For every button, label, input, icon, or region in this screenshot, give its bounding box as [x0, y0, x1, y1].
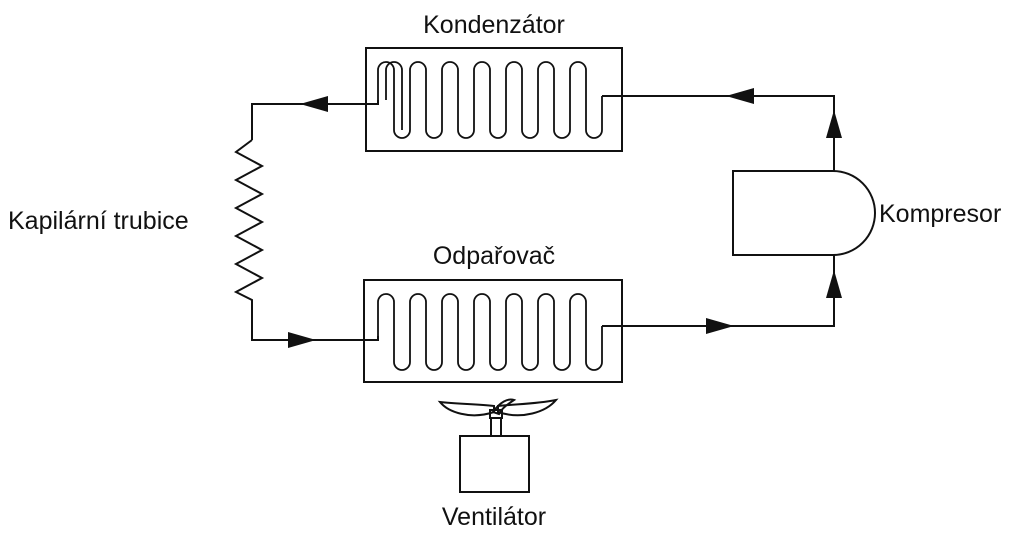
fan-label: Ventilátor	[442, 503, 546, 531]
arrow-to-condenser	[726, 88, 754, 104]
compressor-body	[732, 170, 876, 256]
capillary-label: Kapilární trubice	[8, 207, 189, 235]
arrow-compressor-up	[826, 110, 842, 138]
pipe-compressor-to-condenser	[602, 95, 835, 171]
condenser	[365, 47, 623, 152]
fan-motor	[459, 435, 530, 493]
fan-blade-left	[437, 400, 495, 417]
arrow-compressor-in	[826, 270, 842, 298]
fan-blade-right	[497, 398, 559, 417]
fan-shaft	[490, 417, 502, 437]
pipe-evaporator-to-compressor	[602, 255, 835, 327]
arrow-to-evaporator	[288, 332, 316, 348]
capillary-tube	[233, 139, 379, 341]
evaporator-coil	[377, 293, 603, 371]
condenser-label: Kondenzátor	[423, 11, 565, 39]
fan	[437, 398, 559, 493]
evaporator-box	[363, 279, 623, 383]
fan-blade-center	[491, 398, 517, 416]
arrow-to-capillary	[300, 96, 328, 112]
evaporator	[363, 279, 623, 383]
condenser-coil-inner	[385, 61, 403, 130]
arrow-evaporator-out	[706, 318, 734, 334]
condenser-coil-outer	[377, 61, 603, 139]
compressor	[732, 170, 876, 256]
evaporator-label: Odpařovač	[433, 242, 555, 270]
compressor-label: Kompresor	[879, 200, 1001, 228]
